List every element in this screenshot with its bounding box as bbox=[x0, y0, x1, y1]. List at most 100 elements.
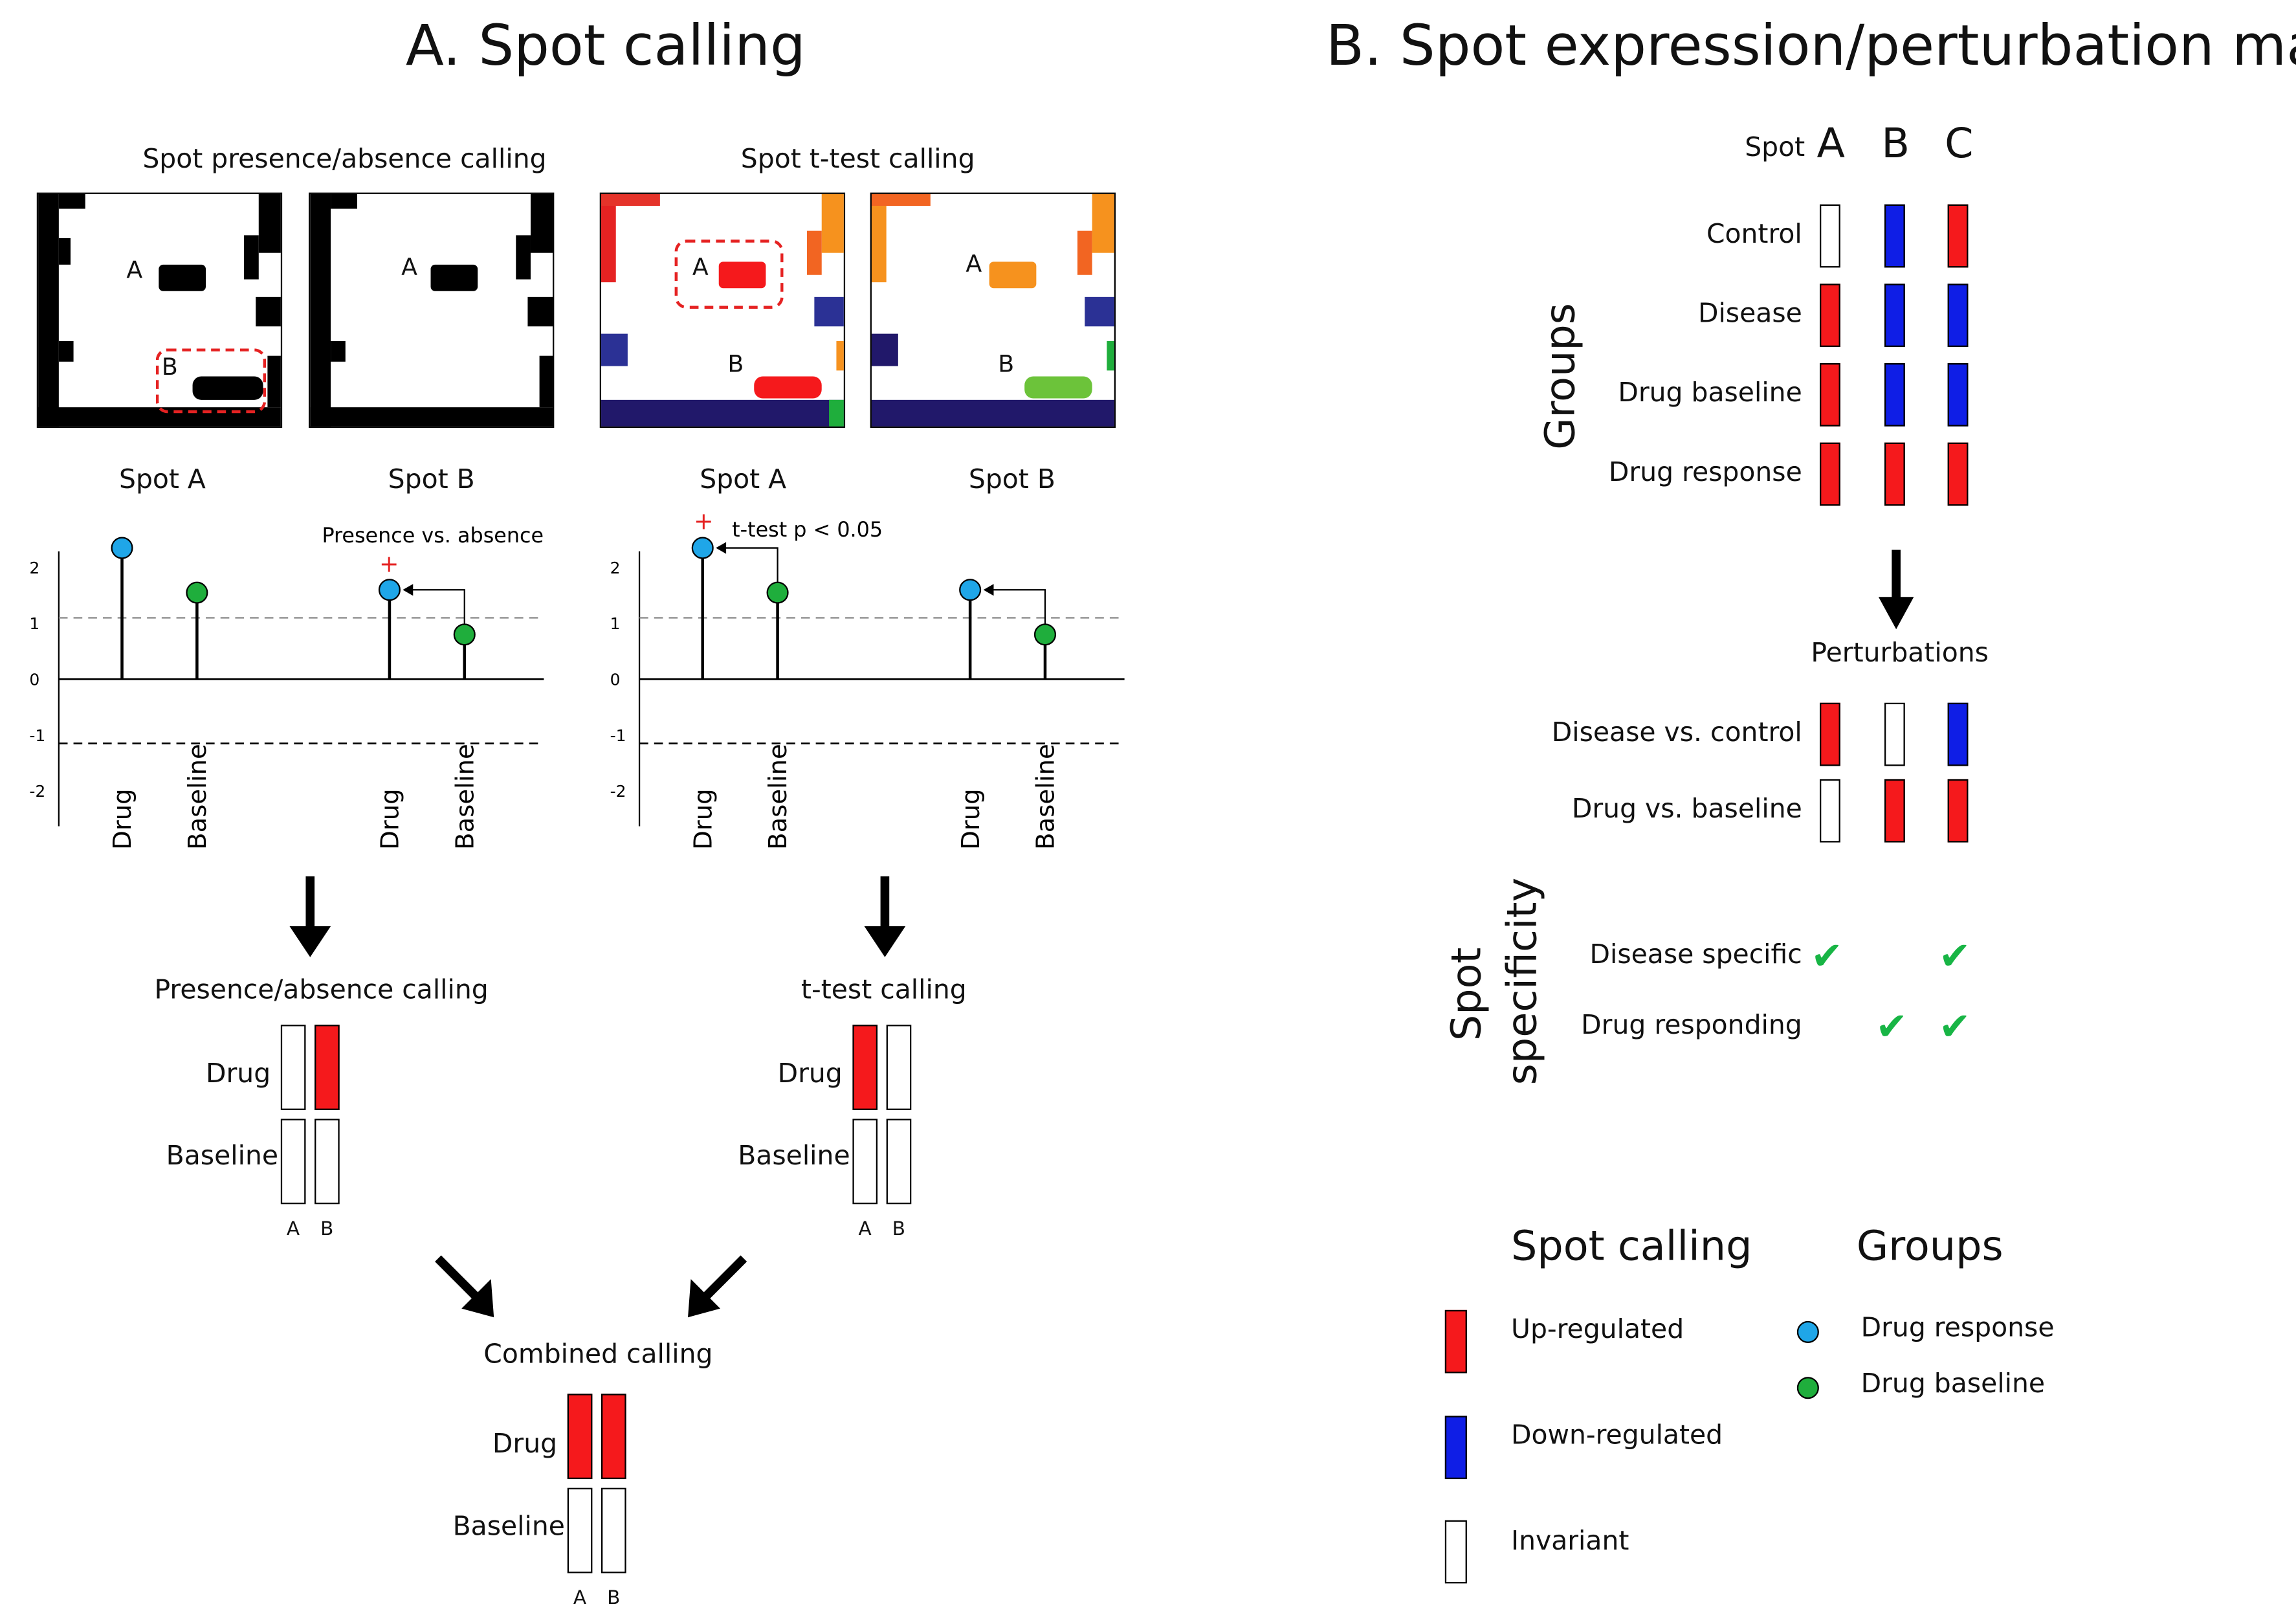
col-label-b: B bbox=[607, 1588, 621, 1610]
map-row-label: Disease vs. control bbox=[1551, 717, 1802, 749]
spot-b-label: Spot B bbox=[968, 464, 1055, 496]
map-cell bbox=[1947, 702, 1969, 766]
spot-b-label: Spot B bbox=[388, 464, 475, 496]
map-cell bbox=[1884, 363, 1905, 427]
calling-cell bbox=[852, 1118, 878, 1205]
check-icon: ✔ bbox=[1811, 935, 1843, 979]
col-label-a: A bbox=[858, 1219, 872, 1241]
arrow-down-icon bbox=[864, 876, 906, 957]
presence-absence-calling-title: Presence/absence calling bbox=[154, 974, 489, 1006]
legend-drug-response-label: Drug response bbox=[1860, 1313, 2055, 1344]
perturbations-label: Perturbations bbox=[1811, 638, 1989, 669]
map-cell bbox=[1820, 702, 1840, 766]
drug_response-point bbox=[378, 579, 401, 601]
col-label-b: B bbox=[320, 1219, 334, 1241]
highlight-box-spot-a bbox=[674, 239, 784, 309]
legend-up-swatch bbox=[1444, 1309, 1467, 1374]
y-tick-label: -2 bbox=[610, 782, 626, 801]
spot-a-label: Spot A bbox=[700, 464, 787, 496]
row-label-drug: Drug bbox=[206, 1058, 271, 1090]
gel-image-pa-spot-a: A B bbox=[36, 192, 283, 428]
calling-cell bbox=[315, 1118, 340, 1205]
gel-image-pa-spot-b: A bbox=[309, 192, 555, 428]
check-icon: ✔ bbox=[1939, 1005, 1971, 1050]
calling-cell bbox=[852, 1025, 878, 1110]
specificity-row-label: Disease specific bbox=[1589, 939, 1802, 971]
x-category-label: Baseline bbox=[450, 744, 480, 850]
calling-grid-presence-absence bbox=[280, 1025, 340, 1205]
map-cell bbox=[1884, 204, 1905, 268]
map-row-label: Drug response bbox=[1608, 457, 1802, 489]
gel-label-a: A bbox=[401, 252, 417, 281]
plot-annotation: Presence vs. absence bbox=[322, 524, 544, 548]
calling-cell bbox=[280, 1118, 306, 1205]
panel-a-title: A. Spot calling bbox=[405, 13, 806, 78]
legend-spot-calling-title: Spot calling bbox=[1511, 1221, 1752, 1271]
map-cell bbox=[1947, 442, 1969, 506]
groups-side-label: Groups bbox=[1536, 303, 1585, 450]
legend-groups-title: Groups bbox=[1856, 1221, 2003, 1271]
x-category-label: Baseline bbox=[183, 744, 212, 850]
arrow-diagonal-icon bbox=[688, 1255, 747, 1318]
x-category-label: Drug bbox=[108, 788, 137, 850]
arrowhead-icon bbox=[403, 584, 414, 596]
presence-absence-header: Spot presence/absence calling bbox=[142, 144, 547, 175]
gel-label-b: B bbox=[998, 350, 1015, 378]
comparison-connector bbox=[723, 547, 778, 583]
y-tick-label: 1 bbox=[29, 614, 39, 633]
specificity-row-label: Drug responding bbox=[1581, 1010, 1802, 1041]
drug_response-point bbox=[959, 579, 982, 601]
map-cell bbox=[1947, 204, 1969, 268]
calling-grid-combined bbox=[567, 1394, 626, 1574]
check-icon: ✔ bbox=[1875, 1005, 1908, 1050]
gel-image-tt-spot-a: A B bbox=[599, 192, 846, 428]
x-category-label: Drug bbox=[689, 788, 718, 850]
x-category-label: Drug bbox=[376, 788, 405, 850]
map-cell bbox=[1884, 779, 1905, 843]
spot-specificity-side-label: specificity bbox=[1497, 877, 1547, 1085]
y-tick-label: -1 bbox=[610, 726, 626, 745]
x-category-label: Baseline bbox=[1032, 744, 1061, 850]
spot-a-label: Spot A bbox=[118, 464, 206, 496]
arrow-down-icon bbox=[289, 876, 331, 957]
x-category-label: Drug bbox=[956, 788, 986, 850]
map-cell bbox=[1947, 363, 1969, 427]
calling-cell bbox=[315, 1025, 340, 1110]
legend-down-label: Down-regulated bbox=[1511, 1420, 1723, 1451]
legend-drug-response-dot bbox=[1796, 1320, 1819, 1343]
calling-cell bbox=[567, 1394, 593, 1480]
map-cell bbox=[1820, 204, 1840, 268]
gel-label-b: B bbox=[727, 350, 744, 378]
comparison-connector bbox=[990, 589, 1046, 625]
significance-plus-icon: + bbox=[379, 550, 399, 578]
legend-down-swatch bbox=[1444, 1416, 1467, 1480]
col-label-a: A bbox=[573, 1588, 587, 1610]
legend-invariant-label: Invariant bbox=[1511, 1526, 1629, 1557]
map-row-label: Drug vs. baseline bbox=[1571, 794, 1802, 825]
column-header-b: B bbox=[1881, 118, 1910, 168]
map-cell bbox=[1884, 284, 1905, 348]
combined-calling-title: Combined calling bbox=[483, 1339, 713, 1370]
map-cell bbox=[1947, 779, 1969, 843]
col-label-b: B bbox=[892, 1219, 906, 1241]
arrowhead-icon bbox=[983, 584, 994, 596]
drug_baseline-point bbox=[766, 581, 789, 604]
gel-label-a: A bbox=[966, 250, 982, 278]
y-tick-label: -1 bbox=[29, 726, 45, 745]
gel-label-a: A bbox=[126, 256, 143, 284]
arrow-diagonal-icon bbox=[435, 1255, 494, 1318]
calling-cell bbox=[886, 1025, 912, 1110]
drug_baseline-point bbox=[186, 581, 208, 604]
column-header-c: C bbox=[1945, 118, 1974, 168]
legend-drug-baseline-label: Drug baseline bbox=[1860, 1368, 2046, 1400]
calling-cell bbox=[601, 1487, 626, 1574]
map-cell bbox=[1820, 284, 1840, 348]
calling-cell bbox=[601, 1394, 626, 1480]
map-cell bbox=[1884, 442, 1905, 506]
plot-annotation: t-test p < 0.05 bbox=[732, 518, 883, 542]
map-cell bbox=[1820, 442, 1840, 506]
map-cell bbox=[1820, 779, 1840, 843]
row-label-drug: Drug bbox=[492, 1429, 558, 1460]
